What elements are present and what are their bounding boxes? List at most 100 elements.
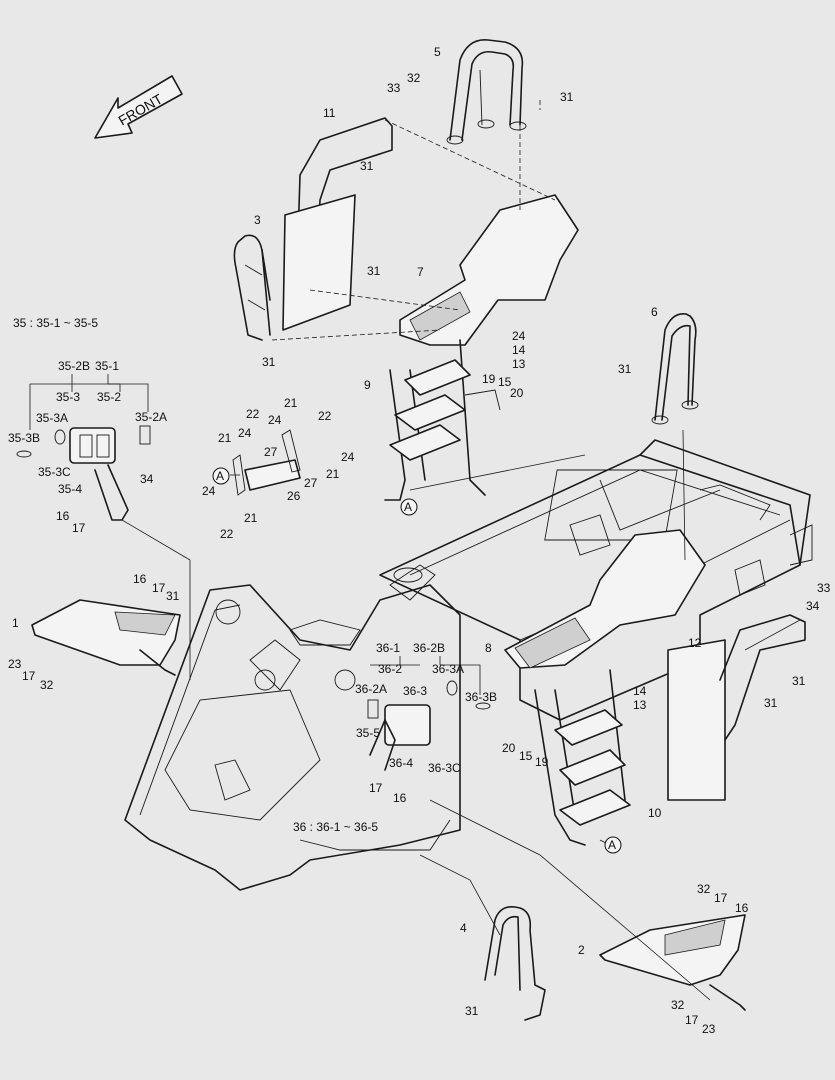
callout: 14 — [633, 684, 647, 698]
light-36 — [367, 680, 491, 771]
callout: 35-3A — [36, 411, 68, 425]
callout: 2 — [578, 943, 585, 957]
callout: 17 — [22, 669, 36, 683]
callout: 32 — [407, 71, 421, 85]
callout: 5 — [434, 45, 441, 59]
callout: 8 — [485, 641, 492, 655]
callout: 17 — [369, 781, 383, 795]
callout: 24 — [268, 413, 282, 427]
step-ladder-9 — [384, 339, 501, 501]
callout: 36-3C — [428, 761, 461, 775]
callout: 17 — [72, 521, 86, 535]
group-36-note: 36 : 36-1 ~ 36-5 — [293, 820, 378, 834]
callout: 23 — [702, 1022, 716, 1036]
callouts: 35 : 35-1 ~ 35-5 36 : 36-1 ~ 36-5 A A A … — [8, 45, 831, 1036]
callout: 15 — [519, 749, 533, 763]
callout: 35-3C — [38, 465, 71, 479]
callout: 31 — [262, 355, 276, 369]
callout: 6 — [651, 305, 658, 319]
callout: 36-3B — [465, 690, 497, 704]
step-platform-7 — [399, 194, 579, 346]
callout: 31 — [560, 90, 574, 104]
callout: 31 — [166, 589, 180, 603]
callout: 31 — [618, 362, 632, 376]
callout: 1 — [12, 616, 19, 630]
group-brackets — [29, 374, 481, 695]
callout: 35-2B — [58, 359, 90, 373]
group-35-note: 35 : 35-1 ~ 35-5 — [13, 316, 98, 330]
callout: 32 — [40, 678, 54, 692]
callout: 31 — [360, 159, 374, 173]
callout: 15 — [498, 375, 512, 389]
callout: 20 — [510, 386, 524, 400]
callout: 21 — [284, 396, 298, 410]
handrail-5 — [446, 39, 527, 145]
callout: 24 — [512, 329, 526, 343]
rear-frame — [379, 439, 813, 721]
handrail-4 — [484, 905, 546, 1021]
callout: 35-2A — [135, 410, 167, 424]
assembly-lines — [121, 100, 801, 1001]
callout: 35-3 — [56, 390, 80, 404]
callout: 34 — [806, 599, 820, 613]
callout: 16 — [393, 791, 407, 805]
detail-ref-a1: A — [216, 469, 224, 483]
callout: 35-1 — [95, 359, 119, 373]
callout: 12 — [688, 636, 702, 650]
fender-11 — [282, 117, 393, 331]
callout: 24 — [238, 426, 252, 440]
handrail-6 — [651, 313, 699, 425]
callout: 17 — [152, 581, 166, 595]
callout: 35-4 — [58, 482, 82, 496]
callout: 34 — [140, 472, 154, 486]
callout: 36-2A — [355, 682, 387, 696]
step-platform-8 — [504, 529, 706, 669]
callout: 22 — [246, 407, 260, 421]
callout: 7 — [417, 265, 424, 279]
callout: 20 — [502, 741, 516, 755]
callout: 35-2 — [97, 390, 121, 404]
fender-1 — [31, 599, 181, 676]
callout: 21 — [244, 511, 258, 525]
callout: 36-3 — [403, 684, 427, 698]
callout: 14 — [512, 343, 526, 357]
callout: 19 — [535, 755, 549, 769]
fender-12 — [667, 614, 806, 801]
callout: 16 — [133, 572, 147, 586]
callout: 32 — [697, 882, 711, 896]
callout: 31 — [465, 1004, 479, 1018]
callout: 26 — [287, 489, 301, 503]
step-26 — [232, 429, 301, 496]
callout: 27 — [264, 445, 278, 459]
callout: 31 — [792, 674, 806, 688]
detail-ref-a2: A — [404, 500, 412, 514]
callout: 19 — [482, 372, 496, 386]
front-frame — [124, 564, 461, 891]
callout: 21 — [218, 431, 232, 445]
callout: 27 — [304, 476, 318, 490]
fender-2 — [599, 914, 746, 1011]
callout: 24 — [341, 450, 355, 464]
callout: 17 — [685, 1013, 699, 1027]
light-35 — [16, 425, 151, 521]
callout: 32 — [671, 998, 685, 1012]
callout: 35-5 — [356, 726, 380, 740]
detail-ref-a3: A — [608, 838, 616, 852]
callout: 16 — [735, 901, 749, 915]
callout: 36-2B — [413, 641, 445, 655]
callout: 11 — [323, 106, 336, 120]
callout: 36-4 — [389, 756, 413, 770]
callout: 13 — [512, 357, 526, 371]
callout: 31 — [764, 696, 778, 710]
callout: 36-1 — [376, 641, 400, 655]
callout: 35-3B — [8, 431, 40, 445]
callout: 31 — [367, 264, 381, 278]
callout: 33 — [387, 81, 401, 95]
handrail-3 — [233, 234, 271, 341]
callout: 36-3A — [432, 662, 464, 676]
callout: 13 — [633, 698, 647, 712]
callout: 22 — [318, 409, 332, 423]
callout: 16 — [56, 509, 70, 523]
callout: 4 — [460, 921, 467, 935]
